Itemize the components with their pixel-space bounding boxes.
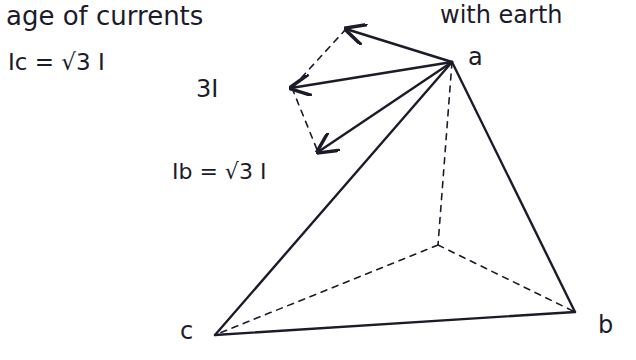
vertex-label: b — [598, 312, 613, 338]
hidden-edge — [215, 245, 438, 335]
current-vector — [346, 29, 452, 62]
current-vector — [291, 62, 452, 88]
construction-line — [292, 88, 318, 152]
heading-note: age of currents — [6, 2, 203, 31]
vertex-label: a — [468, 44, 483, 70]
edge-cb — [215, 312, 575, 335]
current-label: 3I — [196, 76, 218, 102]
hidden-edge — [438, 245, 575, 312]
edge-ab — [452, 62, 575, 312]
construction-line — [292, 29, 346, 88]
heading-note: with earth — [440, 2, 563, 28]
edge-ac — [215, 62, 452, 335]
hidden-edge — [438, 62, 452, 245]
current-vector — [318, 62, 452, 152]
current-label: Ic = √3 I — [8, 50, 105, 75]
vertex-label: c — [180, 318, 193, 344]
current-label: Ib = √3 I — [172, 160, 266, 184]
